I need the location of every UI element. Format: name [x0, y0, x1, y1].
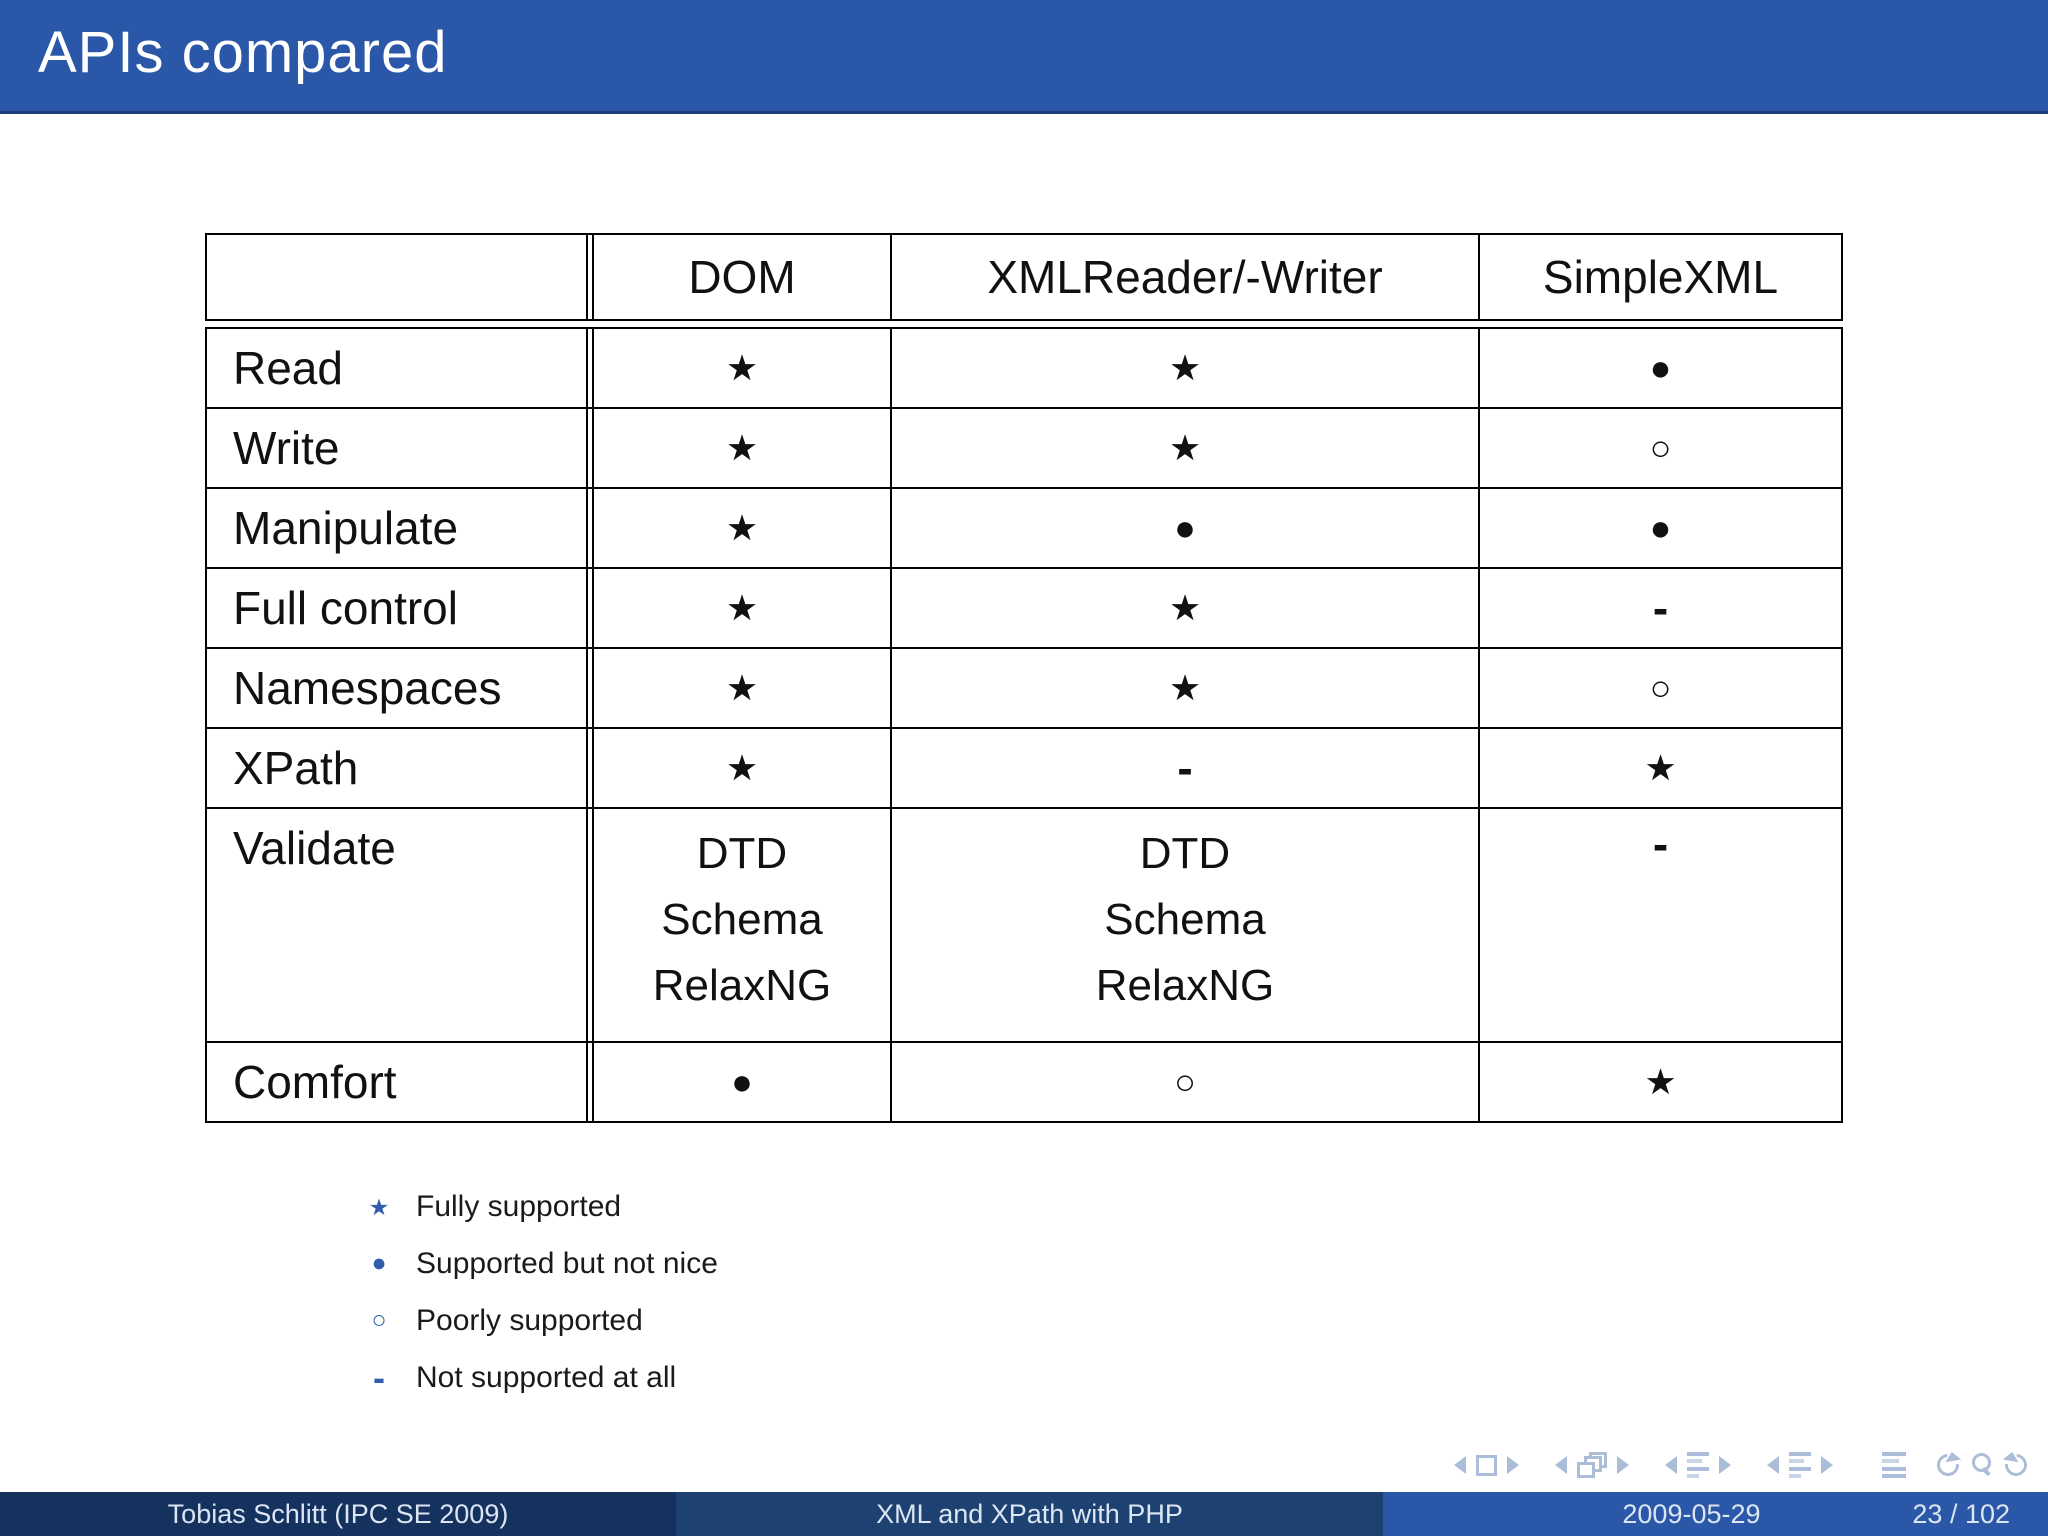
cell-xpath-simplexml: ⋆: [1478, 729, 1841, 807]
undo-icon[interactable]: [1932, 1449, 1964, 1481]
cell-manipulate-simplexml: ●: [1478, 489, 1841, 567]
cell-manipulate-dom: ⋆: [592, 489, 890, 567]
cell-write-simplexml: ○: [1478, 409, 1841, 487]
footer-author: Tobias Schlitt (IPC SE 2009): [0, 1492, 676, 1536]
table-row-validate: Validate DTD Schema RelaxNG DTD Schema R…: [207, 807, 1841, 1041]
footer-page-indicator: 23 / 102: [1912, 1499, 2010, 1529]
cell-validate-xmlreader: DTD Schema RelaxNG: [890, 809, 1478, 1041]
cell-namespaces-simplexml: ○: [1478, 649, 1841, 727]
section-list-icon[interactable]: [1789, 1451, 1811, 1480]
cell-validate-simplexml: -: [1478, 809, 1841, 1041]
redo-icon[interactable]: [2000, 1449, 2032, 1481]
row-label-comfort: Comfort: [207, 1043, 588, 1121]
row-label-validate: Validate: [207, 809, 588, 1041]
legend-item-not-supported: - Not supported at all: [356, 1349, 718, 1406]
footer-right-segment: 2009-05-29 23 / 102: [1383, 1492, 2048, 1536]
cell-namespaces-xmlreader: ⋆: [890, 649, 1478, 727]
row-label-write: Write: [207, 409, 588, 487]
row-label-namespaces: Namespaces: [207, 649, 588, 727]
table-header-row: DOM XMLReader/-Writer SimpleXML: [205, 233, 1843, 321]
footer: Tobias Schlitt (IPC SE 2009) XML and XPa…: [0, 1492, 2048, 1536]
prev-subsection-icon[interactable]: [1555, 1456, 1567, 1474]
cell-write-xmlreader: ⋆: [890, 409, 1478, 487]
next-frame-icon[interactable]: [1507, 1456, 1519, 1474]
legend-item-fully-supported: ⋆ Fully supported: [356, 1178, 718, 1235]
cell-write-dom: ⋆: [592, 409, 890, 487]
legend-label: Supported but not nice: [416, 1246, 718, 1280]
cell-validate-dom: DTD Schema RelaxNG: [592, 809, 890, 1041]
table-row-read: Read ⋆ ⋆ ●: [207, 329, 1841, 407]
cell-comfort-simplexml: ⋆: [1478, 1043, 1841, 1121]
footer-talk-title: XML and XPath with PHP: [676, 1492, 1383, 1536]
next-section-icon[interactable]: [1821, 1456, 1833, 1474]
legend-label: Not supported at all: [416, 1360, 677, 1394]
title-bar: APIs compared: [0, 0, 2048, 114]
row-label-full-control: Full control: [207, 569, 588, 647]
cell-full-control-dom: ⋆: [592, 569, 890, 647]
star-icon: ⋆: [364, 1179, 394, 1232]
legend-item-supported-not-nice: ● Supported but not nice: [356, 1235, 718, 1292]
table-row-write: Write ⋆ ⋆ ○: [207, 407, 1841, 487]
column-header-simplexml: SimpleXML: [1478, 235, 1841, 319]
prev-frame-icon[interactable]: [1454, 1456, 1466, 1474]
table-body: Read ⋆ ⋆ ● Write ⋆ ⋆ ○ Manipulate ⋆ ● ● …: [205, 327, 1843, 1123]
legend-item-poorly-supported: ○ Poorly supported: [356, 1292, 718, 1349]
table-row-full-control: Full control ⋆ ⋆ -: [207, 567, 1841, 647]
dash-icon: -: [373, 1356, 385, 1398]
navigation-bar: [1449, 1448, 2032, 1482]
comparison-table: DOM XMLReader/-Writer SimpleXML Read ⋆ ⋆…: [205, 233, 1843, 1123]
cell-full-control-xmlreader: ⋆: [890, 569, 1478, 647]
cell-read-xmlreader: ⋆: [890, 329, 1478, 407]
cell-namespaces-dom: ⋆: [592, 649, 890, 727]
footer-date: 2009-05-29: [1622, 1499, 1761, 1529]
cell-manipulate-xmlreader: ●: [890, 489, 1478, 567]
table-row-namespaces: Namespaces ⋆ ⋆ ○: [207, 647, 1841, 727]
current-frame-icon[interactable]: [1476, 1454, 1497, 1476]
legend-label: Poorly supported: [416, 1303, 643, 1337]
column-header-empty: [207, 235, 588, 319]
open-circle-icon: ○: [371, 1306, 387, 1334]
frame-collection-icon[interactable]: [1577, 1452, 1607, 1478]
column-header-dom: DOM: [592, 235, 890, 319]
cell-comfort-xmlreader: ○: [890, 1043, 1478, 1121]
cell-full-control-simplexml: -: [1478, 569, 1841, 647]
subsection-list-icon[interactable]: [1687, 1451, 1709, 1480]
cell-xpath-dom: ⋆: [592, 729, 890, 807]
table-row-xpath: XPath ⋆ - ⋆: [207, 727, 1841, 807]
cell-read-simplexml: ●: [1478, 329, 1841, 407]
prev-section-icon[interactable]: [1767, 1456, 1779, 1474]
legend-label: Fully supported: [416, 1189, 622, 1223]
next-subsection-icon[interactable]: [1617, 1456, 1629, 1474]
table-row-manipulate: Manipulate ⋆ ● ●: [207, 487, 1841, 567]
search-icon[interactable]: [1969, 1452, 1995, 1478]
row-label-manipulate: Manipulate: [207, 489, 588, 567]
next-section-arrow-icon[interactable]: [1719, 1456, 1731, 1474]
table-row-comfort: Comfort ● ○ ⋆: [207, 1041, 1841, 1121]
appendix-list-icon[interactable]: [1882, 1451, 1906, 1480]
legend: ⋆ Fully supported ● Supported but not ni…: [356, 1178, 718, 1406]
prev-section-arrow-icon[interactable]: [1665, 1456, 1677, 1474]
cell-xpath-xmlreader: -: [890, 729, 1478, 807]
filled-circle-icon: ●: [371, 1249, 387, 1277]
row-label-read: Read: [207, 329, 588, 407]
cell-read-dom: ⋆: [592, 329, 890, 407]
page-title: APIs compared: [38, 20, 448, 85]
cell-comfort-dom: ●: [592, 1043, 890, 1121]
column-header-xmlreader-writer: XMLReader/-Writer: [890, 235, 1478, 319]
row-label-xpath: XPath: [207, 729, 588, 807]
